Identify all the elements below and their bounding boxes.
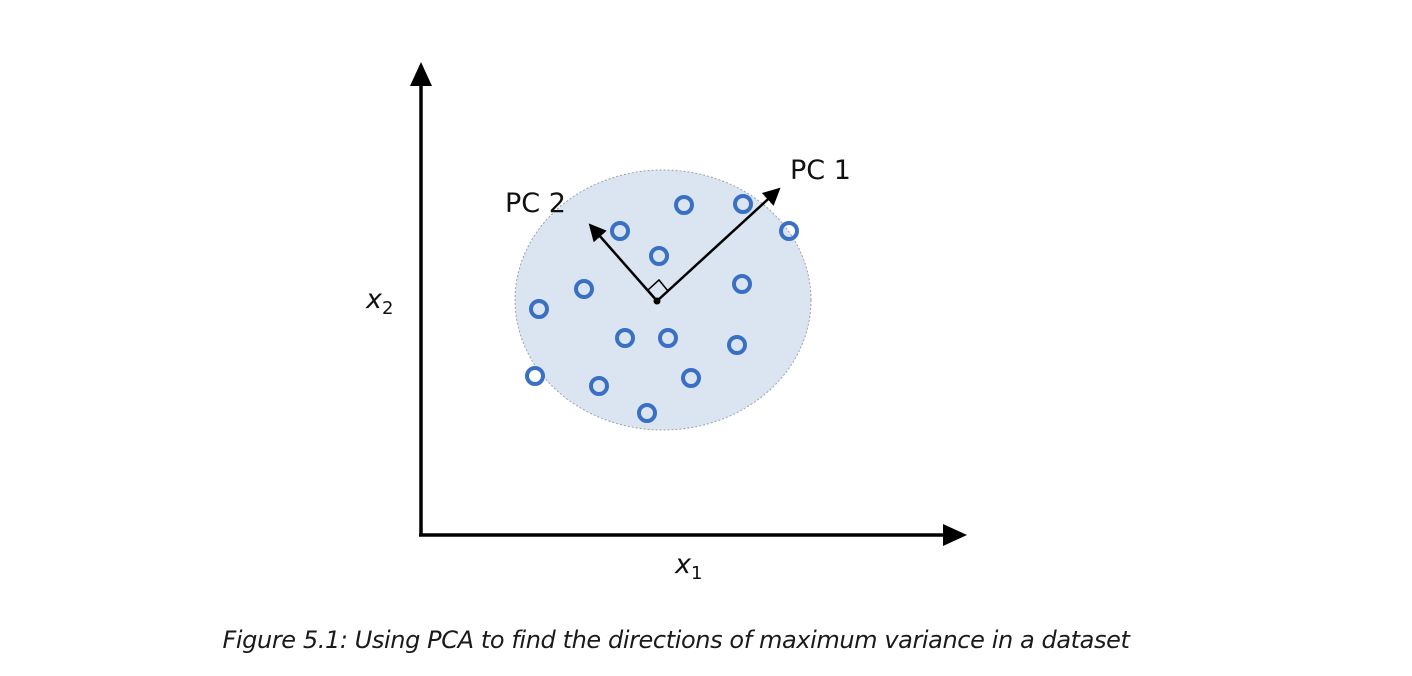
data-point [674,195,694,215]
data-point [525,366,545,386]
data-point [649,246,669,266]
data-point [637,403,657,423]
data-point [732,274,752,294]
pc2-arrow [588,223,658,302]
data-point [681,368,701,388]
pc1-arrow [656,187,781,302]
x-axis-label-main: x [674,549,692,580]
data-point [658,328,678,348]
data-point [574,279,594,299]
pc1-label: PC 1 [790,155,851,186]
data-point [615,328,635,348]
data-point [589,376,609,396]
right-angle-marker [646,278,670,303]
y-axis-arrow-icon [410,62,432,86]
data-point [779,221,799,241]
y-axis-label-sub: 2 [382,298,393,319]
data-point [610,221,630,241]
x-axis-label: x1 [674,549,702,584]
data-point [733,194,753,214]
data-point [529,299,549,319]
y-axis-label-main: x [365,284,383,315]
pca-diagram: PC 1 PC 2 x2 x1 [365,62,967,584]
figure-caption: Figure 5.1: Using PCA to find the direct… [222,626,1130,654]
x-axis-label-sub: 1 [691,563,702,584]
x-axis-arrow-icon [943,524,967,546]
data-point [727,335,747,355]
y-axis-label: x2 [365,284,393,319]
pc2-label: PC 2 [505,188,566,219]
data-points [525,194,799,423]
origin-dot [653,297,661,305]
